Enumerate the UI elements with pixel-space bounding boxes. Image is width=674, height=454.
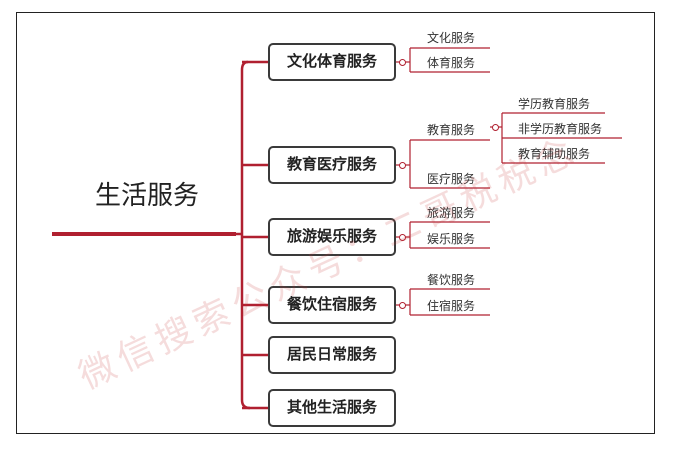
leaf-node[interactable]: 旅游服务 xyxy=(427,206,476,220)
root-node: 生活服务 xyxy=(94,181,199,211)
leaf-node[interactable]: 教育辅助服务 xyxy=(518,147,591,161)
category-node-2[interactable]: 教育医疗服务 xyxy=(268,146,396,184)
leaf-node[interactable]: 餐饮服务 xyxy=(427,273,476,287)
diagram-frame xyxy=(16,12,655,434)
leaf-node[interactable]: 住宿服务 xyxy=(427,299,476,313)
leaf-node[interactable]: 文化服务 xyxy=(427,31,476,45)
collapse-knob-2[interactable] xyxy=(399,162,406,169)
leaf-node[interactable]: 体育服务 xyxy=(427,56,476,70)
group-2-connectors xyxy=(396,112,622,189)
category-node-6[interactable]: 其他生活服务 xyxy=(268,389,396,427)
collapse-knob-4[interactable] xyxy=(399,302,406,309)
group-1-connectors xyxy=(396,47,490,73)
leaf-node[interactable]: 教育服务 xyxy=(427,123,476,137)
collapse-knob-3[interactable] xyxy=(399,234,406,241)
leaf-node[interactable]: 医疗服务 xyxy=(427,172,476,186)
leaf-node[interactable]: 娱乐服务 xyxy=(427,232,476,246)
group-3-connectors xyxy=(396,221,490,249)
leaf-node[interactable]: 非学历教育服务 xyxy=(518,122,603,136)
category-node-5[interactable]: 居民日常服务 xyxy=(268,336,396,374)
group-4-connectors xyxy=(396,288,490,316)
category-node-3[interactable]: 旅游娱乐服务 xyxy=(268,218,396,256)
leaf-node[interactable]: 学历教育服务 xyxy=(518,97,591,111)
category-node-4[interactable]: 餐饮住宿服务 xyxy=(268,286,396,324)
collapse-knob-1[interactable] xyxy=(399,59,406,66)
collapse-knob-2a[interactable] xyxy=(492,124,499,131)
category-node-1[interactable]: 文化体育服务 xyxy=(268,43,396,81)
